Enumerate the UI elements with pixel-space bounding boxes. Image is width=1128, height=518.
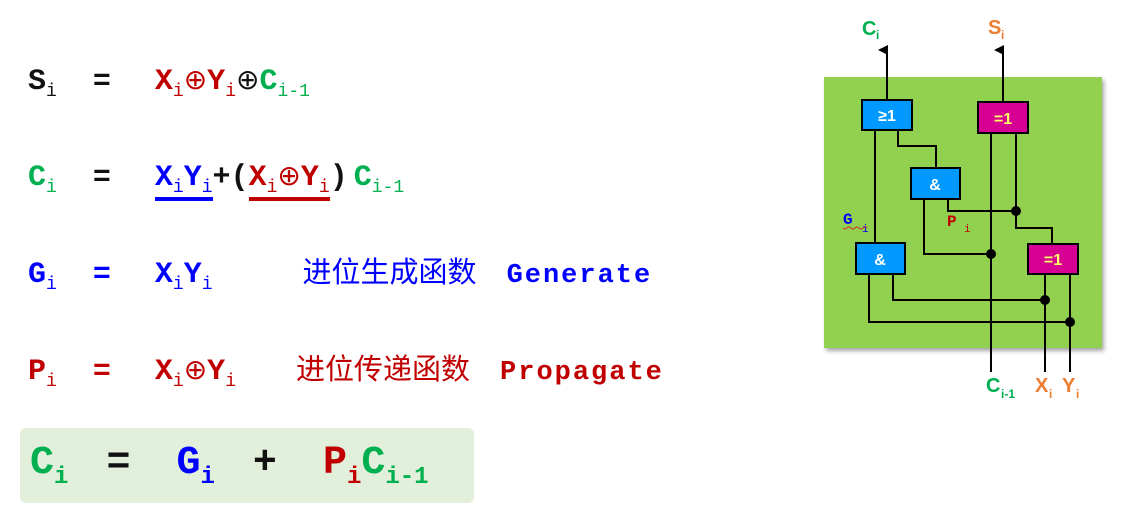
svg-text:i: i [1001, 28, 1004, 42]
plus-sign: + [252, 441, 277, 486]
sum-output-label: S i [988, 17, 1004, 42]
term-carry-in: Ci-1 [259, 65, 310, 102]
propagate-term: Xi⊕Yi [248, 159, 330, 201]
equals-sign: = [106, 441, 131, 486]
svg-text:Y: Y [1062, 375, 1076, 397]
term-y: Yi [207, 65, 236, 102]
equals-sign: = [92, 355, 111, 389]
svg-text:&: & [929, 177, 941, 194]
plus-sign: + [212, 161, 231, 195]
svg-text:=1: =1 [1044, 252, 1062, 269]
right-paren: ) [329, 161, 348, 195]
term-carry-in: Ci-1 [353, 161, 405, 198]
generate-en-label: Generate [506, 261, 653, 291]
left-paren: ( [230, 161, 249, 195]
result-carry-in: Ci-1 [361, 441, 429, 491]
carry-lhs: Ci [28, 161, 57, 198]
propagate-en-label: Propagate [500, 358, 664, 388]
result-equation: Ci = Gi + PiCi-1 [30, 441, 429, 491]
term-x: Xi [154, 65, 184, 102]
g-signal-label: G i [842, 211, 869, 236]
svg-text:X: X [1035, 375, 1049, 397]
generate-equation: Gi = XiYi 进位生成函数 Generate [28, 255, 653, 295]
equals-sign: = [92, 65, 111, 99]
svg-text:G: G [843, 211, 853, 229]
svg-text:i: i [1049, 387, 1052, 401]
svg-text:≥1: ≥1 [878, 108, 896, 125]
result-generate: Gi [176, 441, 215, 491]
propagate-cn-label: 进位传递函数 [296, 352, 471, 386]
and-bottom-gate: & [855, 242, 906, 275]
svg-text:C: C [986, 375, 1000, 397]
svg-text:=1: =1 [994, 111, 1012, 128]
carry-equation: Ci = XiYi+(Xi⊕Yi)Ci-1 [28, 161, 405, 201]
xor-operator-icon: ⊕ [236, 63, 260, 96]
generate-lhs: Gi [28, 258, 57, 295]
svg-text:S: S [988, 17, 1001, 39]
carry-in-label: C i-1 [986, 375, 1015, 401]
x-input-label: X i [1035, 375, 1052, 401]
equals-sign: = [92, 161, 111, 195]
svg-text:i: i [964, 224, 971, 236]
xor-sum-gate: =1 [977, 101, 1029, 134]
xor-bottom-gate: =1 [1027, 243, 1079, 275]
xor-operator-icon: ⊕ [183, 353, 208, 386]
svg-text:P: P [947, 213, 957, 231]
sum-equation: Si = Xi⊕Yi⊕Ci-1 [28, 63, 310, 102]
or-gate: ≥1 [861, 99, 913, 131]
propagate-rhs: Xi⊕Yi [154, 353, 236, 392]
sum-lhs: Si [28, 65, 57, 102]
and-mid-gate: & [910, 167, 961, 200]
p-signal-label: P i [947, 213, 971, 236]
junction-dots [986, 206, 1075, 327]
propagate-equation: Pi = Xi⊕Yi 进位传递函数 Propagate [28, 352, 664, 392]
equals-sign: = [92, 258, 111, 292]
result-lhs: Ci [30, 441, 69, 491]
svg-text:i: i [876, 28, 879, 42]
svg-text:C: C [862, 18, 876, 40]
result-propagate: Pi [322, 441, 362, 491]
svg-text:i: i [862, 224, 869, 236]
y-input-label: Y i [1062, 375, 1079, 401]
xor-operator-icon: ⊕ [183, 63, 208, 96]
generate-term: XiYi [154, 161, 213, 201]
generate-cn-label: 进位生成函数 [302, 255, 477, 289]
generate-rhs: XiYi [154, 258, 213, 295]
result-highlight-box [20, 428, 474, 503]
xor-operator-icon: ⊕ [277, 159, 301, 192]
svg-text:i: i [1076, 387, 1079, 401]
carry-output-label: C i [862, 18, 879, 42]
propagate-lhs: Pi [28, 355, 57, 392]
svg-text:i-1: i-1 [1001, 387, 1015, 401]
svg-text:&: & [874, 252, 886, 269]
